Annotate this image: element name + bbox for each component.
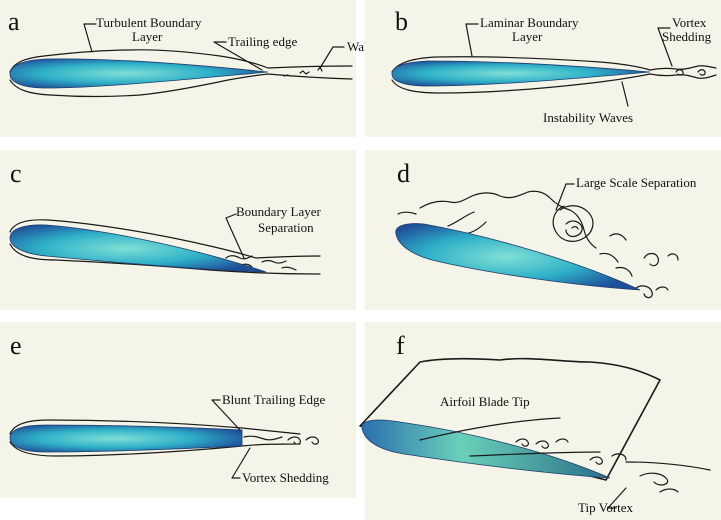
- panel-f-label-tip-vortex: Tip Vortex: [578, 500, 634, 515]
- panel-b-label-laminar-line2: Layer: [512, 29, 543, 44]
- panel-b-label-vortex-line2: Shedding: [662, 29, 712, 44]
- panel-b-label-laminar-line1: Laminar Boundary: [480, 15, 579, 30]
- panel-d-letter: d: [397, 159, 410, 188]
- panel-d: d Large Scale Separation: [365, 150, 721, 310]
- panel-c-label-separation-line1: Boundary Layer: [236, 204, 322, 219]
- panel-a-label-trailing-edge: Trailing edge: [228, 34, 297, 49]
- panel-a-label-turbulent-line2: Layer: [132, 29, 163, 44]
- panel-b-label-vortex-line1: Vortex: [672, 15, 707, 30]
- panel-f-letter: f: [396, 331, 405, 360]
- panel-c-letter: c: [10, 159, 22, 188]
- panel-c-label-separation-line2: Separation: [258, 220, 314, 235]
- panel-f-background: [365, 322, 721, 520]
- panel-d-label-separation: Large Scale Separation: [576, 175, 697, 190]
- panel-f-label-blade-tip: Airfoil Blade Tip: [440, 394, 530, 409]
- panel-e-airfoil: [10, 425, 242, 452]
- panel-e-label-vortex: Vortex Shedding: [242, 470, 329, 485]
- panel-a-label-turbulent-line1: Turbulent Boundary: [96, 15, 202, 30]
- panel-f: f Airfoil Blade Tip Tip Vortex: [360, 322, 721, 520]
- panel-a-letter: a: [8, 7, 20, 36]
- panel-b: b Laminar Boundary Layer Vortex Shedding…: [365, 0, 721, 137]
- panel-e: e Blunt Trailing Edge Vortex Shedding: [0, 322, 356, 498]
- panel-a: a Turbulent Boundary Layer Trailing edge…: [0, 0, 376, 137]
- panel-e-label-blunt: Blunt Trailing Edge: [222, 392, 326, 407]
- panel-b-label-instability: Instability Waves: [543, 110, 633, 125]
- panel-e-letter: e: [10, 331, 22, 360]
- panel-c: c Boundary Layer Separation: [0, 150, 356, 310]
- panel-b-letter: b: [395, 7, 408, 36]
